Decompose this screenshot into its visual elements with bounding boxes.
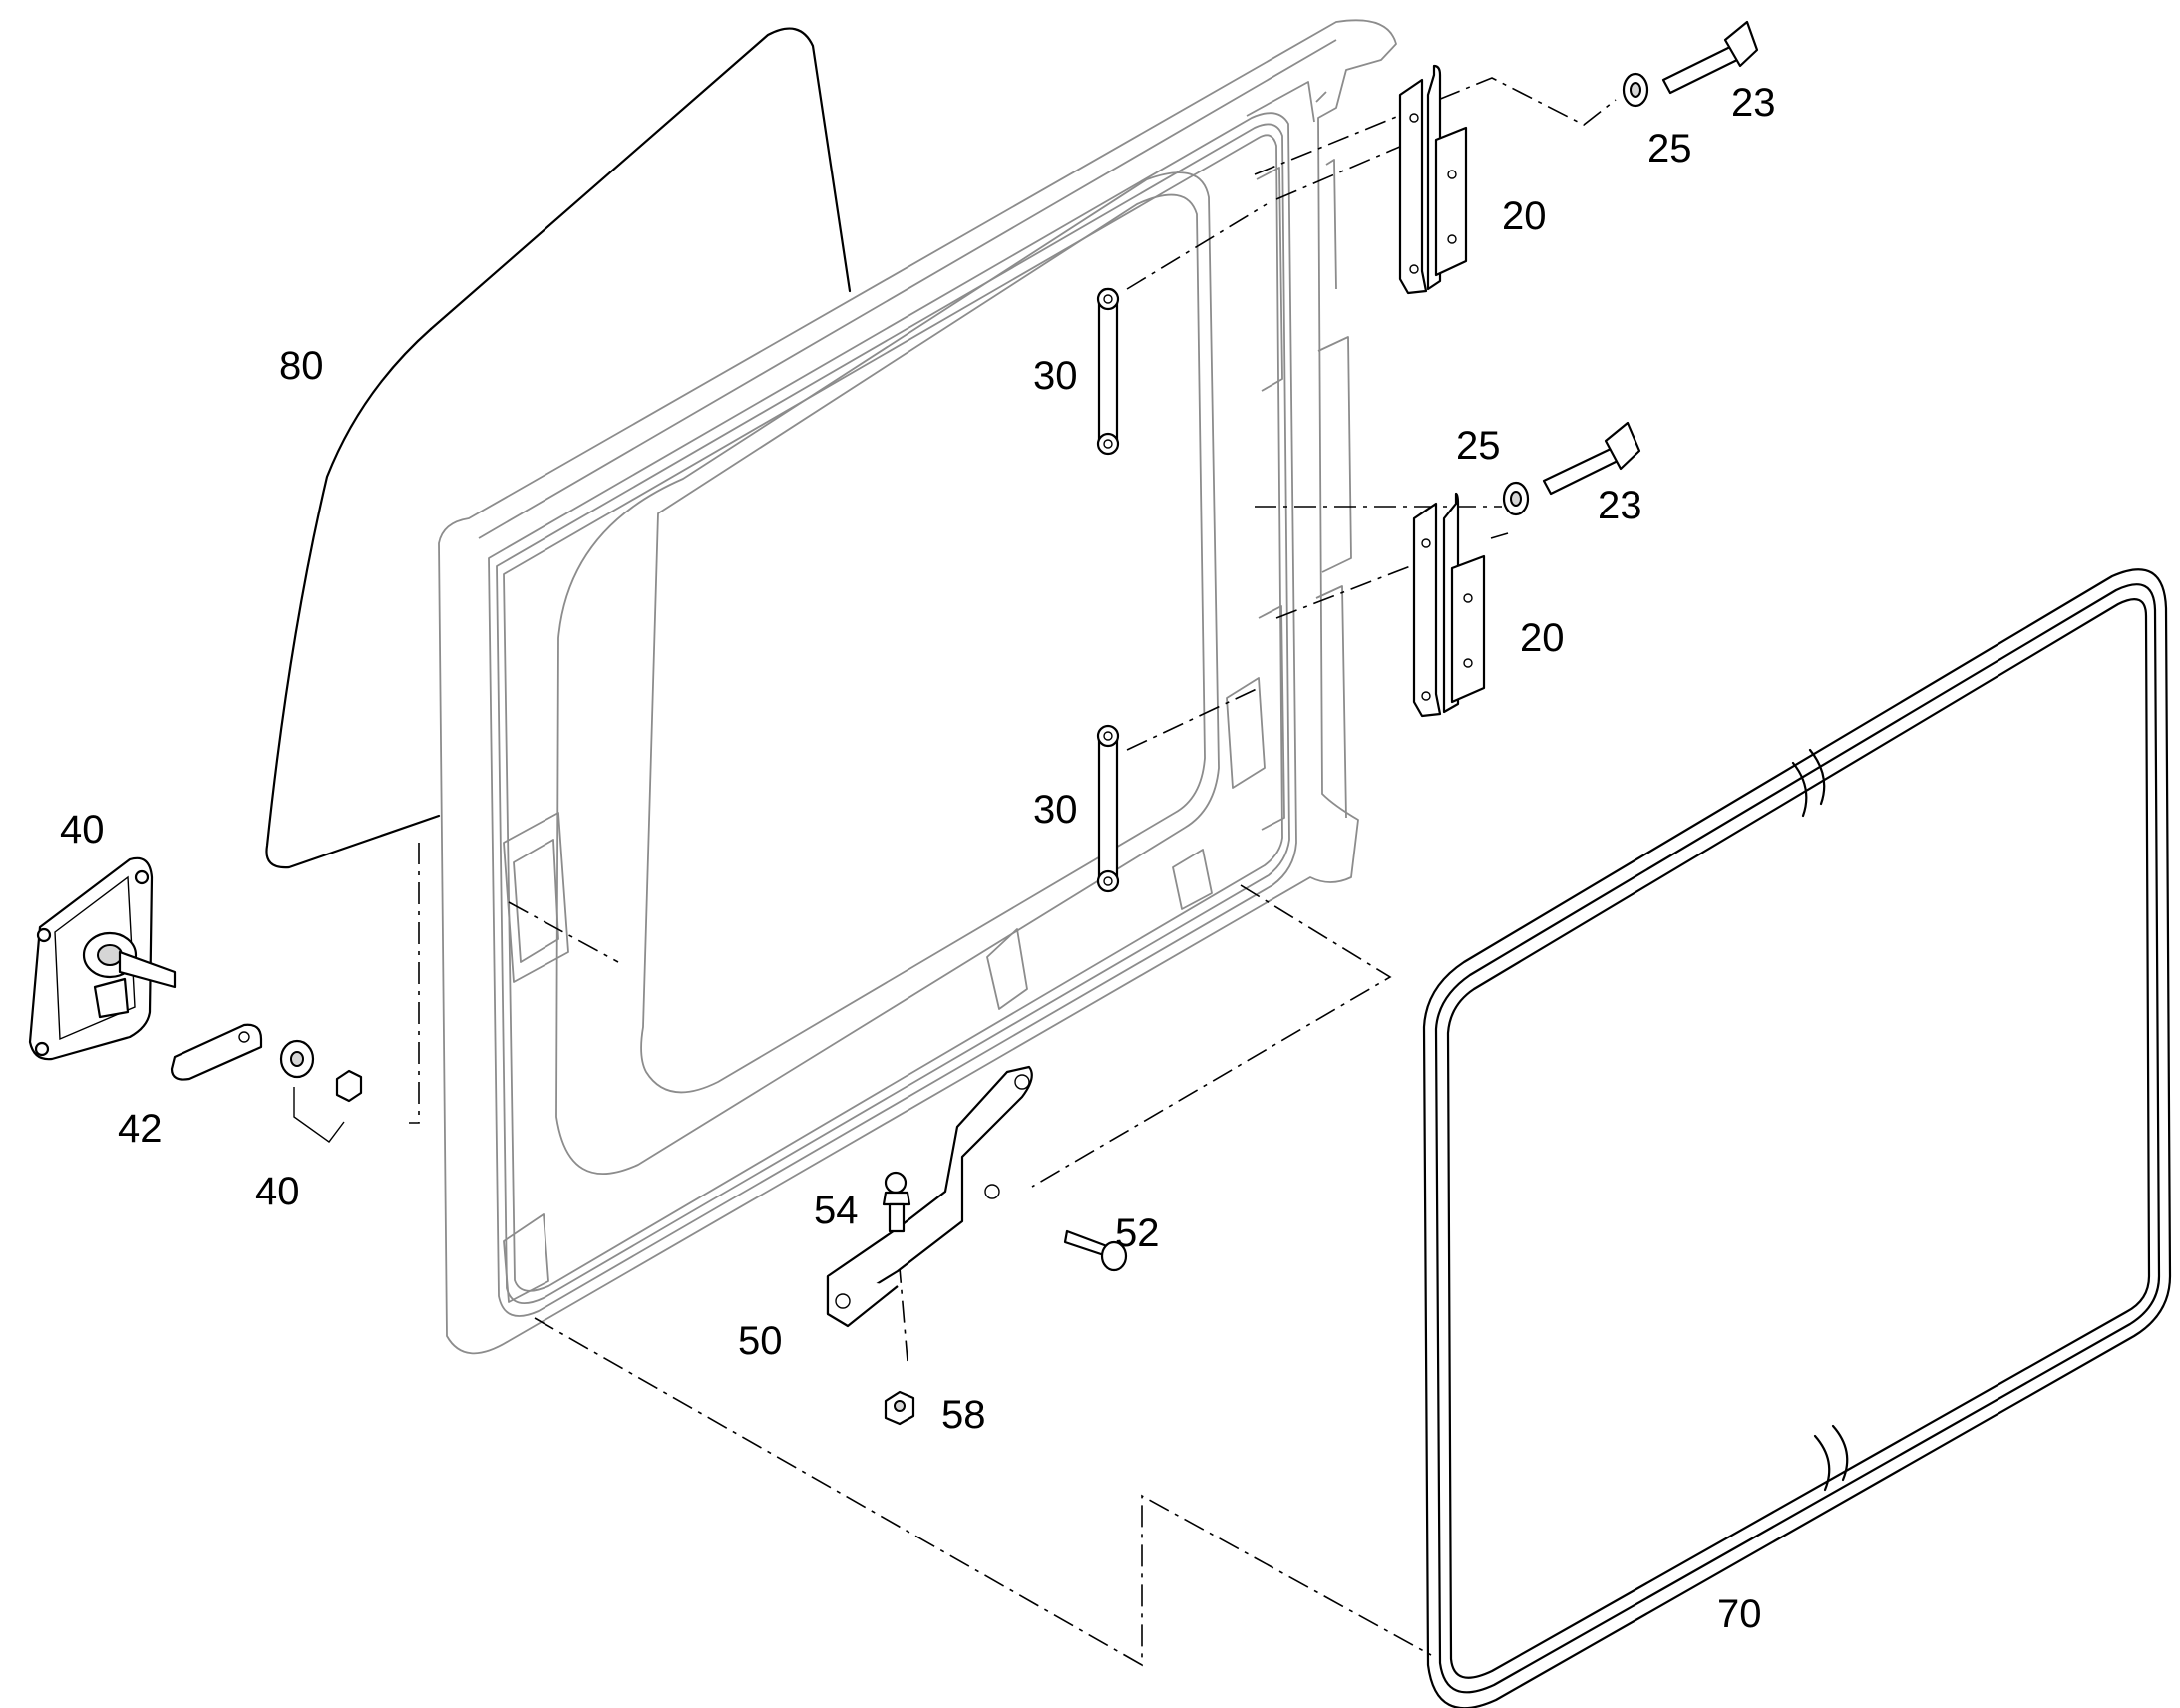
nut <box>884 1390 915 1426</box>
washer-upper <box>1622 72 1649 108</box>
label-link-30-upper: 30 <box>1033 354 1078 398</box>
glass-panel <box>265 27 852 869</box>
ball-stud <box>882 1171 911 1233</box>
label-washer-nut-40: 40 <box>255 1170 300 1213</box>
assembly-lines <box>409 77 1617 1667</box>
label-washer-25-upper: 25 <box>1647 127 1692 171</box>
door-frame <box>438 19 1397 1355</box>
callouts: 80 40 42 40 30 30 20 20 25 25 23 23 54 5… <box>60 81 1776 1636</box>
washer-lower <box>1502 481 1530 516</box>
label-plate-42: 42 <box>118 1107 163 1151</box>
label-lamp-40: 40 <box>60 808 105 852</box>
label-bolt-23-lower: 23 <box>1598 484 1642 527</box>
label-screw-52: 52 <box>1115 1211 1160 1255</box>
link-upper <box>1096 287 1120 456</box>
hinge-upper <box>1398 64 1468 295</box>
bolt-lower <box>1542 421 1641 496</box>
mounting-plate <box>170 1023 263 1081</box>
link-lower <box>1096 724 1120 893</box>
seal <box>1422 568 2172 1708</box>
label-glass-80: 80 <box>279 344 324 388</box>
label-seal-70: 70 <box>1717 1592 1762 1636</box>
label-link-30-lower: 30 <box>1033 788 1078 832</box>
label-nut-58: 58 <box>941 1393 986 1437</box>
label-bracket-50: 50 <box>738 1319 783 1363</box>
lamp-assembly <box>28 856 177 1061</box>
label-bolt-23-upper: 23 <box>1731 81 1776 125</box>
washer-nut <box>279 1039 363 1143</box>
label-hinge-20-upper: 20 <box>1502 194 1547 238</box>
bolt-upper <box>1661 20 1759 95</box>
hinge-lower <box>1412 492 1486 718</box>
screw <box>1063 1229 1128 1272</box>
label-washer-25-lower: 25 <box>1456 424 1501 468</box>
bracket <box>826 1065 1033 1328</box>
label-hinge-20-lower: 20 <box>1520 616 1565 660</box>
label-ball-stud-54: 54 <box>814 1189 859 1232</box>
